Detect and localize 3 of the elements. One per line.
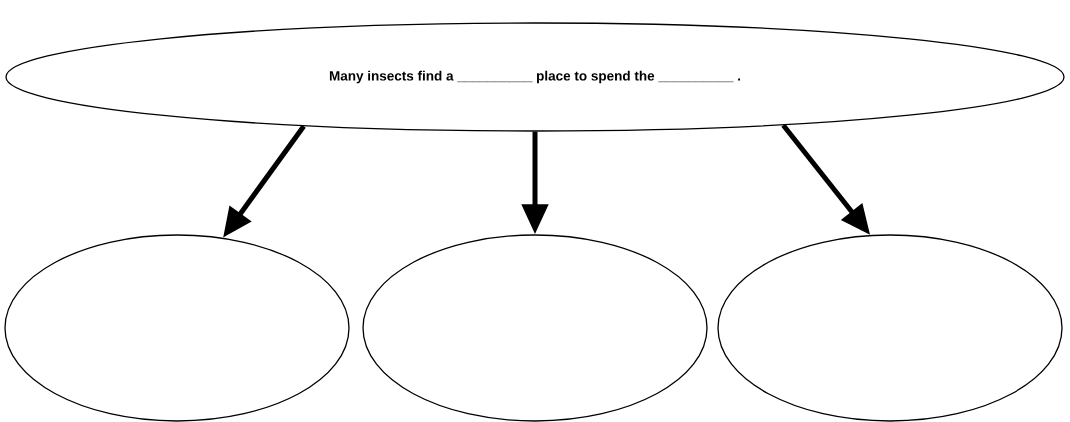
answer-ellipse — [4, 234, 350, 422]
answer-ellipse — [717, 234, 1063, 422]
answer-ellipse — [362, 234, 708, 422]
